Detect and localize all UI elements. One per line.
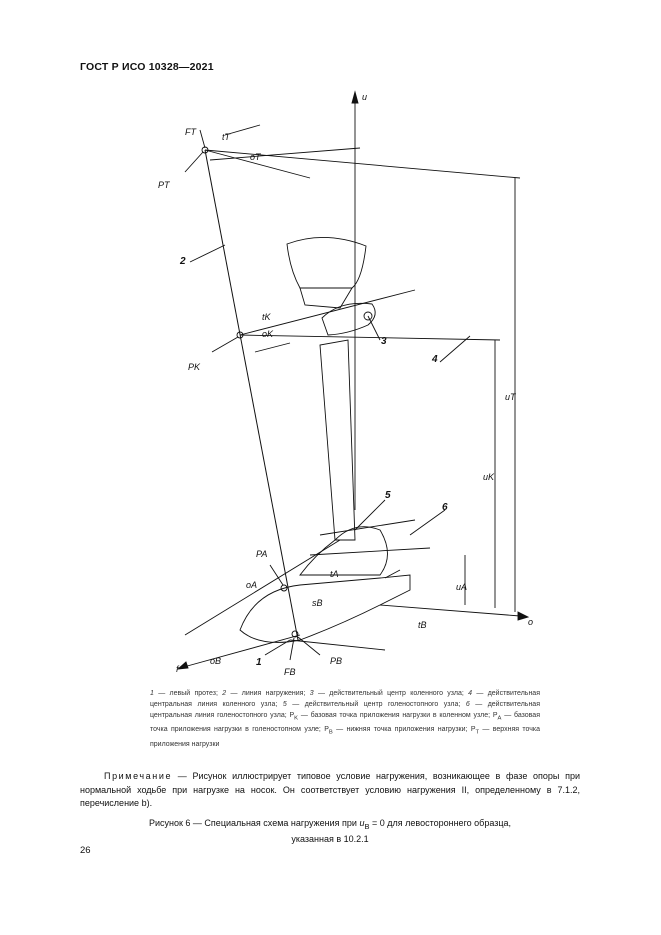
- ankle-line-upper: [319, 519, 416, 536]
- f-axis-arrow: [176, 661, 189, 670]
- label-FT: FT: [185, 127, 197, 137]
- ankle-horizontal: [184, 539, 341, 636]
- oT-dimension: [204, 149, 311, 179]
- PB-arrow: [297, 636, 321, 656]
- note-paragraph: Примечание — Рисунок иллюстрирует типово…: [80, 770, 580, 811]
- label-sB: sB: [312, 598, 323, 608]
- label-f: f: [176, 664, 180, 674]
- ankle-centerline: [309, 547, 431, 556]
- leader-6: [409, 509, 446, 536]
- label-PT: PT: [158, 180, 171, 190]
- number-1: 1: [256, 657, 262, 668]
- leader-4: [439, 335, 471, 363]
- note-label: Примечание: [104, 771, 173, 781]
- knee-unit: [321, 302, 376, 336]
- PK-arrow: [211, 336, 239, 353]
- label-tB: tB: [418, 620, 427, 630]
- label-oK: oK: [262, 329, 274, 339]
- load-line: [204, 149, 299, 641]
- base-block: [384, 569, 401, 579]
- number-3: 3: [381, 336, 387, 347]
- document-header: ГОСТ Р ИСО 10328—2021: [80, 61, 214, 73]
- PK-point: [236, 331, 244, 339]
- figure-caption: Рисунок 6 — Специальная схема нагружения…: [148, 818, 512, 844]
- tT-dimension: [224, 124, 261, 136]
- PT-arrow: [184, 151, 204, 173]
- page-number: 26: [80, 845, 91, 856]
- socket-adapter: [299, 287, 353, 309]
- FT-arrow: [199, 129, 206, 149]
- f-axis: [179, 634, 301, 669]
- knee-line-upper: [239, 289, 416, 336]
- knee-center: [363, 311, 373, 321]
- oK-dimension: [254, 342, 291, 353]
- label-oA: oA: [246, 580, 257, 590]
- label-FB: FB: [284, 667, 296, 677]
- label-o: o: [528, 617, 533, 627]
- label-oB: oB: [210, 656, 221, 666]
- label-u: u: [362, 92, 367, 102]
- foot: [239, 574, 411, 643]
- oT-extension: [209, 147, 361, 161]
- label-uK: uK: [483, 472, 495, 482]
- figure-legend: 1 — левый протез; 2 — линия нагружения; …: [150, 690, 540, 748]
- label-PK: PK: [188, 362, 201, 372]
- PB-point: [291, 630, 299, 638]
- socket: [286, 237, 367, 289]
- label-PB: PB: [330, 656, 342, 666]
- note-text: — Рисунок иллюстрирует типовое условие н…: [80, 771, 580, 808]
- number-4: 4: [431, 354, 438, 365]
- label-tK: tK: [262, 312, 272, 322]
- leader-5: [354, 499, 386, 531]
- PA-point: [280, 584, 288, 592]
- knee-centerline: [239, 334, 501, 341]
- PA-arrow: [269, 564, 284, 586]
- o-axis-arrow: [517, 611, 530, 621]
- top-horizontal-line: [204, 149, 521, 179]
- label-tT: tT: [222, 132, 232, 142]
- label-oT: oT: [250, 152, 262, 162]
- shank: [319, 339, 356, 541]
- number-6: 6: [442, 502, 448, 513]
- o-axis: [379, 604, 521, 617]
- load-scheme-figure: u o f FT PT tT oT tK oK PK uT uK PA oA t…: [158, 90, 533, 677]
- label-uA: uA: [456, 582, 467, 592]
- label-PA: PA: [256, 549, 267, 559]
- u-axis-arrow: [351, 90, 359, 104]
- FB-arrow: [289, 637, 295, 661]
- leader-2: [189, 244, 226, 263]
- label-tA: tA: [330, 569, 339, 579]
- label-uT: uT: [505, 392, 517, 402]
- tB-dimension: [289, 639, 386, 651]
- leader-3: [367, 315, 381, 341]
- number-5: 5: [385, 490, 391, 501]
- leader-1: [264, 639, 291, 656]
- number-2: 2: [179, 256, 186, 267]
